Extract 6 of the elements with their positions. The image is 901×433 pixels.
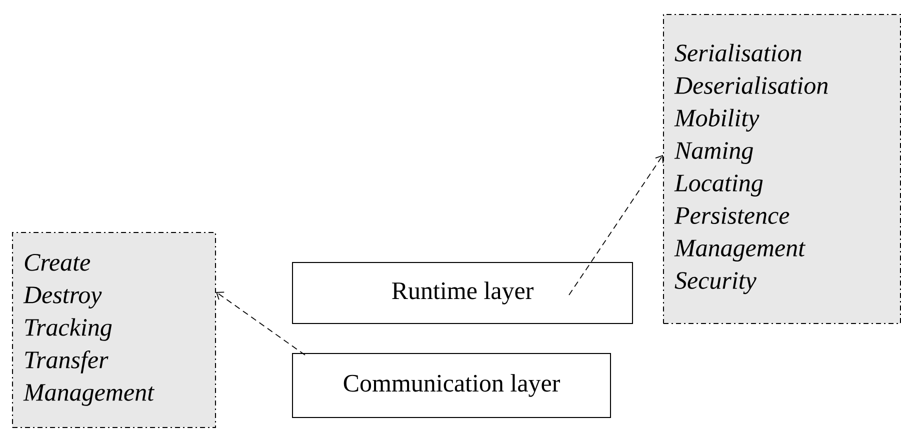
arrow — [568, 154, 664, 296]
list-box: Create Destroy Tracking Transfer Management — [12, 232, 216, 428]
list-box: Serialisation Deserialisation Mobility Naming Locating Persistence Management Security — [663, 14, 901, 324]
layer-box: Communication layer — [292, 352, 611, 418]
layer-box: Runtime layer — [292, 262, 633, 324]
arrow — [216, 292, 306, 356]
